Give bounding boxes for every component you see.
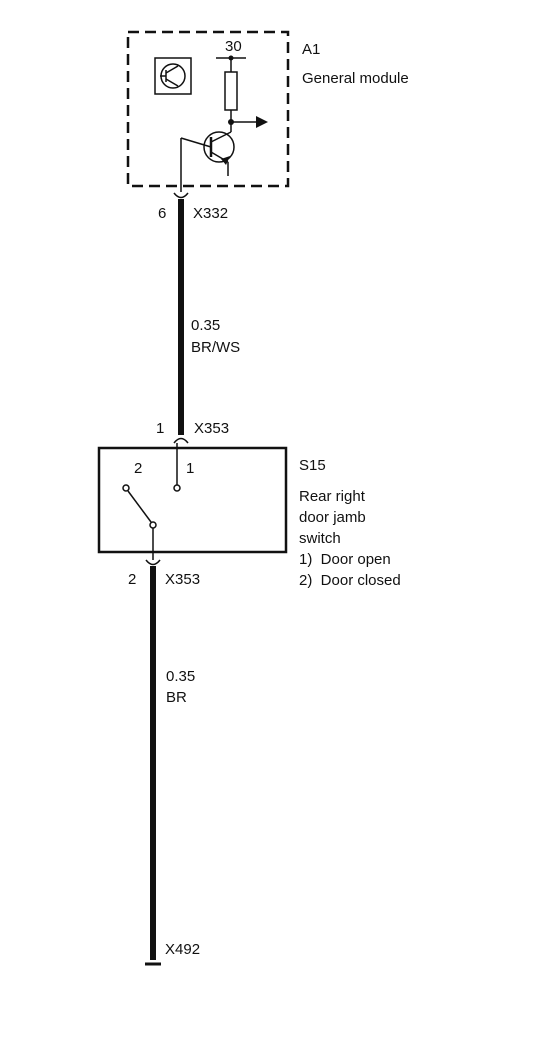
connector-x332-name: X332 <box>193 205 228 222</box>
wire-lower-color: BR <box>166 689 187 706</box>
module-id: A1 <box>302 41 320 58</box>
connector-x332-symbol <box>173 192 189 199</box>
switch-contact-2 <box>122 484 130 492</box>
wire-upper-color: BR/WS <box>191 339 240 356</box>
switch-contact-1 <box>173 484 181 492</box>
connector-x353-top-name: X353 <box>194 420 229 437</box>
switch-description-line-1: Rear right <box>299 488 366 505</box>
connector-x353-top-symbol <box>173 437 189 444</box>
wire-lower-gauge: 0.35 <box>166 668 195 685</box>
switch-contact-label-2: 2 <box>134 460 142 477</box>
connector-x353-bottom-name: X353 <box>165 571 200 588</box>
door-jamb-switch <box>97 443 288 560</box>
general-module <box>126 30 290 192</box>
module-name: General module <box>302 70 409 87</box>
switch-contact-label-1: 1 <box>186 460 194 477</box>
switch-description-line-3: switch <box>299 530 341 547</box>
transistor-symbol-icon <box>154 57 192 95</box>
switch-id: S15 <box>299 457 326 474</box>
transistor-symbol <box>180 131 235 192</box>
connector-x353-bottom-pin: 2 <box>128 571 136 588</box>
output-arrow-icon <box>256 116 268 128</box>
switch-box-border <box>97 446 288 554</box>
wire-upper-gauge: 0.35 <box>191 317 220 334</box>
switch-pivot <box>149 521 157 529</box>
switch-state-door-open: 1) Door open <box>299 551 391 568</box>
connector-x332-pin: 6 <box>158 205 166 222</box>
connector-x353-top-pin: 1 <box>156 420 164 437</box>
connector-x492-name: X492 <box>165 941 200 958</box>
switch-lever <box>127 490 152 523</box>
terminal-30-label: 30 <box>225 38 242 55</box>
switch-state-door-closed: 2) Door closed <box>299 572 401 589</box>
switch-description-line-2: door jamb <box>299 509 366 526</box>
connector-x353-bottom-symbol <box>145 559 161 566</box>
general-module-dashed-border <box>126 30 290 188</box>
pullup-resistor <box>224 71 238 111</box>
